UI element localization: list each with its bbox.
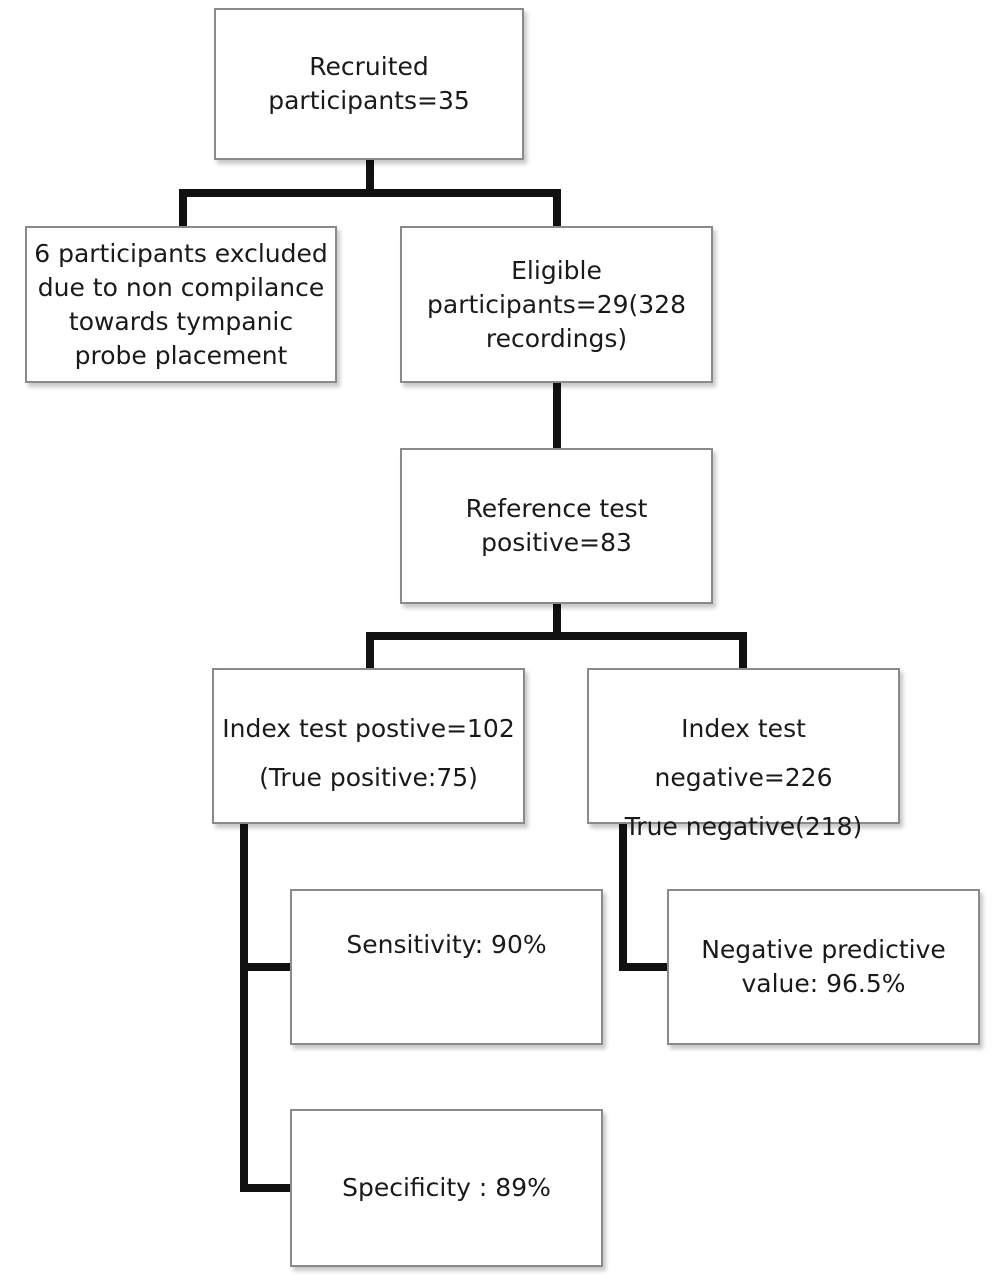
connector-index-positive-branch [240, 820, 294, 1192]
specificity-line-1: Specificity : 89% [342, 1173, 551, 1202]
excluded-line-3: towards tympanic [68, 306, 294, 336]
connector-index-negative-branch [619, 820, 671, 971]
index-positive-box: Index test postive=102 (True positive:75… [212, 668, 525, 824]
eligible-line-3: recordings) [485, 323, 628, 353]
reference-line-1: Reference test [465, 494, 648, 523]
reference-line-2: positive=83 [481, 528, 632, 557]
reference-box: Reference test positive=83 [400, 448, 713, 604]
index-negative-line-1: Index test negative=226 [654, 714, 833, 792]
excluded-line-2: due to non compilance [37, 272, 325, 302]
index-negative-box: Index test negative=226 True negative(21… [587, 668, 900, 841]
eligible-line-1: Eligible [511, 255, 602, 285]
recruited-box: Recruited participants=35 [214, 8, 524, 160]
recruited-line-1: Recruited [309, 52, 429, 81]
npv-box: Negative predictive value: 96.5% [667, 889, 980, 1045]
eligible-box: Eligible participants=29(328 recordings) [400, 226, 713, 383]
sensitivity-line-1: Sensitivity: 90% [346, 930, 547, 959]
eligible-line-2: participants=29(328 [427, 289, 686, 319]
excluded-line-1: 6 participants excluded [34, 238, 328, 268]
index-positive-line-2: (True positive:75) [259, 763, 478, 792]
sensitivity-box: Sensitivity: 90% [290, 889, 603, 1045]
recruited-line-2: participants=35 [268, 86, 470, 115]
npv-line-2: value: 96.5% [741, 969, 906, 998]
excluded-box: 6 participants excluded due to non compi… [25, 226, 337, 383]
excluded-line-4: probe placement [74, 340, 288, 370]
specificity-box: Specificity : 89% [290, 1109, 603, 1267]
index-positive-line-1: Index test postive=102 [222, 714, 515, 743]
index-negative-line-2: True negative(218) [624, 812, 863, 841]
npv-line-1: Negative predictive [701, 935, 946, 964]
